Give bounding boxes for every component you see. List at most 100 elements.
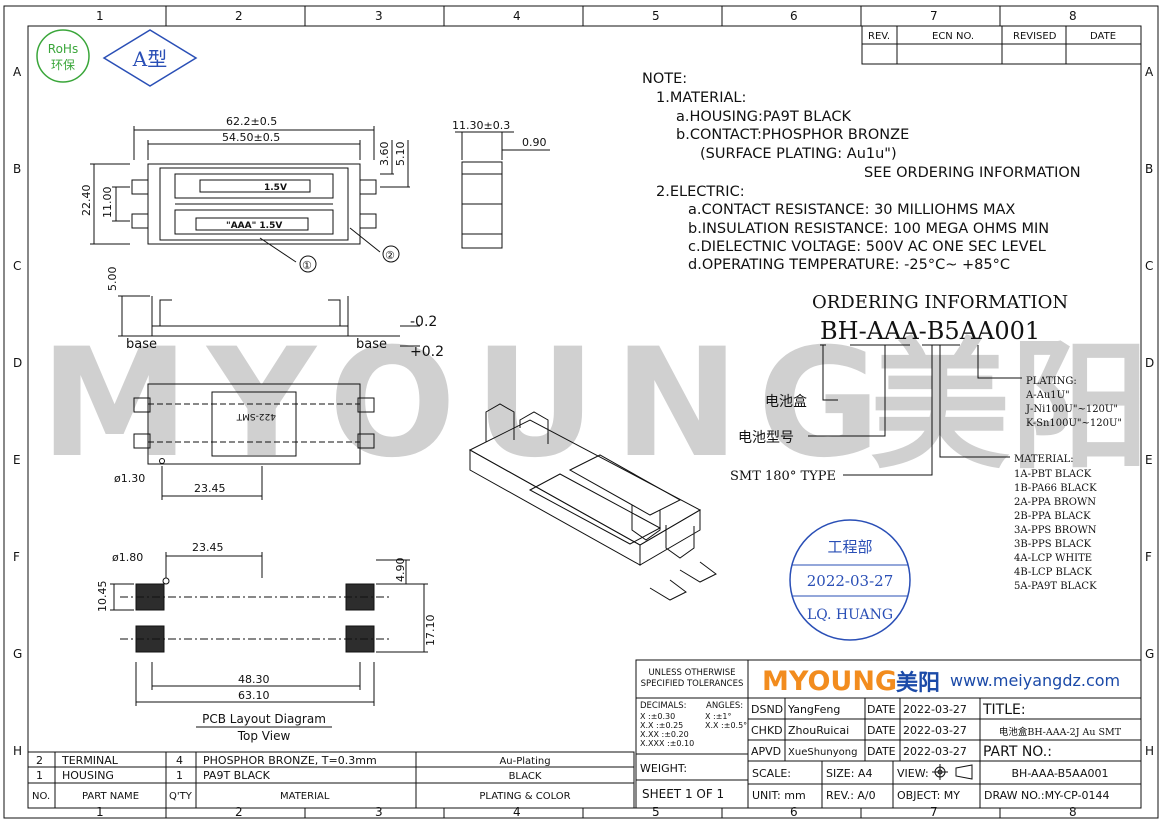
row-label: F: [1145, 550, 1152, 564]
revision-table: [861, 25, 1142, 65]
tol-x: X :±0.30: [640, 712, 675, 721]
date-label: DATE: [867, 724, 896, 737]
plating-line: A-Au1U": [1025, 390, 1070, 401]
tol-angles: ANGLES:: [706, 701, 743, 711]
col-label: 2: [235, 9, 243, 23]
bom-name: HOUSING: [62, 769, 114, 782]
callout-1: ①: [302, 259, 312, 272]
dim-090: 0.90: [522, 136, 547, 149]
ecn-header: ECN NO.: [932, 31, 974, 42]
bottom-stamp: 422-SMT: [236, 411, 276, 421]
note-title: NOTE:: [642, 71, 687, 87]
col-label: 1: [96, 805, 104, 819]
title-value: 电池盒BH-AAA-2J Au SMT: [999, 726, 1122, 738]
note-line: d.OPERATING TEMPERATURE: -25°C~ +85°C: [688, 257, 1010, 273]
bom-qty: 4: [176, 754, 183, 767]
ordering-title: ORDERING INFORMATION: [812, 292, 1068, 313]
row-label: E: [13, 453, 21, 467]
row-label: G: [1145, 647, 1154, 661]
plating-line: PLATING:: [1026, 376, 1077, 387]
ang-xx: X.X :±0.5°: [705, 721, 747, 730]
rohs-label: RoHs: [48, 42, 78, 56]
note-line: a.HOUSING:PA9T BLACK: [676, 109, 851, 125]
bom-table: [27, 751, 635, 809]
tol-title-1: UNLESS OTHERWISE: [648, 668, 735, 678]
date-label: DATE: [867, 703, 896, 716]
bom-header-no: NO.: [32, 791, 50, 802]
bom-color: Au-Plating: [499, 756, 550, 767]
pcb-subtitle: Top View: [237, 729, 291, 743]
bom-header-color: PLATING & COLOR: [479, 791, 570, 802]
isometric-view-drawing: [468, 403, 717, 601]
date-header: DATE: [1090, 31, 1116, 42]
ang-x: X :±1°: [705, 712, 732, 721]
revised-header: REVISED: [1013, 31, 1057, 42]
object-label: OBJECT: MY: [897, 789, 960, 802]
stamp-name: LQ. HUANG: [807, 607, 893, 623]
row-label: C: [1145, 259, 1153, 273]
grid-ticks: [165, 6, 1001, 818]
row-label: F: [13, 550, 20, 564]
material-line: 2B-PPA BLACK: [1014, 511, 1091, 522]
dia-130: ø1.30: [114, 472, 145, 485]
front-view-drawing: [118, 295, 420, 347]
engineering-stamp: 工程部 2022-03-27 LQ. HUANG: [789, 519, 911, 641]
tol-plus: +0.2: [410, 344, 444, 360]
rohs-label-cn: 环保: [51, 58, 75, 72]
grid-labels: 1 2 3 4 5 6 7 8 1 2 3 4 5 6 7 8 A B C D …: [13, 9, 1154, 819]
projection-symbol-icon: [932, 764, 973, 780]
tol-title-2: SPECIFIED TOLERANCES: [641, 679, 744, 689]
col-label: 3: [375, 805, 383, 819]
bom-header-name: PART NAME: [82, 791, 139, 802]
material-line: 3B-PPS BLACK: [1014, 539, 1092, 550]
row-label: D: [13, 356, 22, 370]
dim-2345-bottom: 23.45: [194, 482, 226, 495]
note-line: b.INSULATION RESISTANCE: 100 MEGA OHMS M…: [688, 221, 1049, 237]
material-line: 1A-PBT BLACK: [1014, 469, 1092, 480]
dim-500: 5.00: [106, 267, 119, 292]
row-label: A: [1145, 65, 1154, 79]
col-label: 5: [652, 805, 660, 819]
note-line: (SURFACE PLATING: Au1u"): [700, 146, 897, 162]
material-line: 4B-LCP BLACK: [1014, 567, 1092, 578]
brand-logo-cn: 美阳: [896, 670, 940, 696]
rev-header: REV.: [868, 31, 890, 42]
row-label: G: [13, 647, 22, 661]
note-line: 2.ELECTRIC:: [656, 184, 745, 200]
note-line: c.DIELECTNIC VOLTAGE: 500V AC ONE SEC LE…: [688, 239, 1046, 255]
dim-22: 22.40: [80, 185, 93, 217]
rev-label: REV.: A/0: [826, 789, 876, 802]
dsnd-name: YangFeng: [787, 703, 840, 716]
label-15v: 1.5V: [264, 183, 287, 193]
pcb-dim-2345: 23.45: [192, 541, 224, 554]
weight-label: WEIGHT:: [640, 762, 687, 775]
callout-2: ②: [385, 249, 395, 262]
stamp-dept: 工程部: [827, 538, 872, 556]
col-label: 5: [652, 9, 660, 23]
tol-minus: -0.2: [410, 314, 437, 330]
bom-header-qty: Q'TY: [169, 791, 193, 802]
bom-qty: 1: [176, 769, 183, 782]
material-line: 3A-PPS BROWN: [1014, 525, 1097, 536]
row-label: B: [1145, 162, 1153, 176]
col-label: 7: [930, 9, 938, 23]
pcb-dim-1045: 10.45: [96, 581, 109, 613]
bom-no: 1: [36, 769, 43, 782]
col-label: 3: [375, 9, 383, 23]
size-label: SIZE: A4: [826, 767, 872, 780]
ordering-code: BH-AAA-B5AA001: [820, 317, 1040, 345]
material-line: 2A-PPA BROWN: [1014, 497, 1096, 508]
apvd-name: XueShunyong: [788, 747, 857, 758]
pcb-layout-drawing: [110, 552, 428, 728]
bom-material: PA9T BLACK: [203, 769, 271, 782]
row-label: C: [13, 259, 21, 273]
rohs-badge: RoHs 环保: [36, 29, 90, 83]
bom-header-material: MATERIAL: [280, 791, 330, 802]
notes: NOTE: 1.MATERIAL: a.HOUSING:PA9T BLACK b…: [642, 71, 1081, 273]
view-label: VIEW:: [897, 767, 929, 780]
col-label: 4: [513, 9, 521, 23]
pcb-dia: ø1.80: [112, 551, 143, 564]
bom-no: 2: [36, 754, 43, 767]
col-label: 2: [235, 805, 243, 819]
ordering-information: ORDERING INFORMATION BH-AAA-B5AA001 电池盒 …: [730, 292, 1122, 592]
